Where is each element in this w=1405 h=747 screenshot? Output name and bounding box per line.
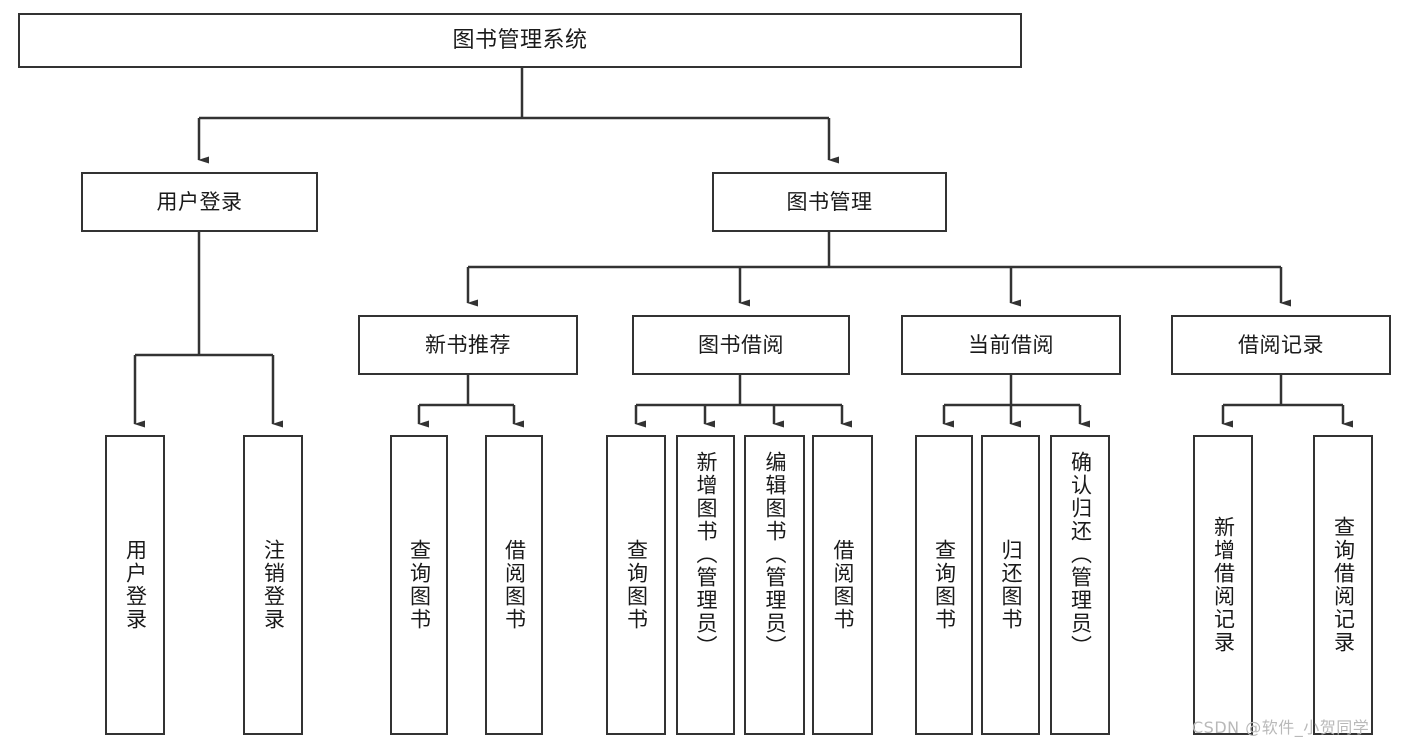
node-book-borrow[interactable]: 图书借阅 xyxy=(632,315,850,375)
node-leaf-confirm-return[interactable]: 确认归还（管理员） xyxy=(1050,435,1110,735)
node-leaf-query-book-3[interactable]: 查询图书 xyxy=(915,435,973,735)
node-current-borrow[interactable]: 当前借阅 xyxy=(901,315,1121,375)
node-leaf-logout[interactable]: 注销登录 xyxy=(243,435,303,735)
node-leaf-query-book-2[interactable]: 查询图书 xyxy=(606,435,666,735)
node-leaf-borrow-book-1[interactable]: 借阅图书 xyxy=(485,435,543,735)
node-new-book-rec[interactable]: 新书推荐 xyxy=(358,315,578,375)
node-label: 查询图书 xyxy=(407,539,432,631)
node-leaf-add-book[interactable]: 新增图书（管理员） xyxy=(676,435,735,735)
node-label: 注销登录 xyxy=(261,539,286,631)
node-label: 当前借阅 xyxy=(968,332,1054,357)
node-label: 新增图书（管理员） xyxy=(694,451,719,658)
node-label: 查询图书 xyxy=(932,539,957,631)
node-leaf-return-book[interactable]: 归还图书 xyxy=(981,435,1040,735)
node-label: 确认归还（管理员） xyxy=(1068,451,1093,658)
node-leaf-edit-book[interactable]: 编辑图书（管理员） xyxy=(744,435,805,735)
node-label: 借阅图书 xyxy=(831,539,856,631)
node-label: 用户登录 xyxy=(123,539,148,631)
node-leaf-borrow-book-2[interactable]: 借阅图书 xyxy=(812,435,873,735)
csdn-watermark: CSDN @软件_小贺同学 xyxy=(1192,718,1370,737)
node-label: 图书管理 xyxy=(786,189,873,214)
node-user-login[interactable]: 用户登录 xyxy=(81,172,318,232)
node-label: 借阅图书 xyxy=(502,539,527,631)
node-label: 查询图书 xyxy=(624,539,649,631)
node-root-system[interactable]: 图书管理系统 xyxy=(18,13,1022,68)
node-label: 用户登录 xyxy=(156,189,243,214)
node-leaf-query-record[interactable]: 查询借阅记录 xyxy=(1313,435,1373,735)
node-label: 归还图书 xyxy=(999,539,1024,631)
node-label: 查询借阅记录 xyxy=(1331,516,1356,654)
node-leaf-add-record[interactable]: 新增借阅记录 xyxy=(1193,435,1253,735)
node-leaf-user-login[interactable]: 用户登录 xyxy=(105,435,165,735)
node-leaf-query-book-1[interactable]: 查询图书 xyxy=(390,435,448,735)
node-book-manage[interactable]: 图书管理 xyxy=(712,172,947,232)
node-label: 新书推荐 xyxy=(425,332,511,357)
node-label: 图书管理系统 xyxy=(452,27,588,53)
node-label: 新增借阅记录 xyxy=(1211,516,1236,654)
node-borrow-record[interactable]: 借阅记录 xyxy=(1171,315,1391,375)
node-label: 图书借阅 xyxy=(698,332,784,357)
node-label: 编辑图书（管理员） xyxy=(763,451,788,658)
node-label: 借阅记录 xyxy=(1238,332,1324,357)
